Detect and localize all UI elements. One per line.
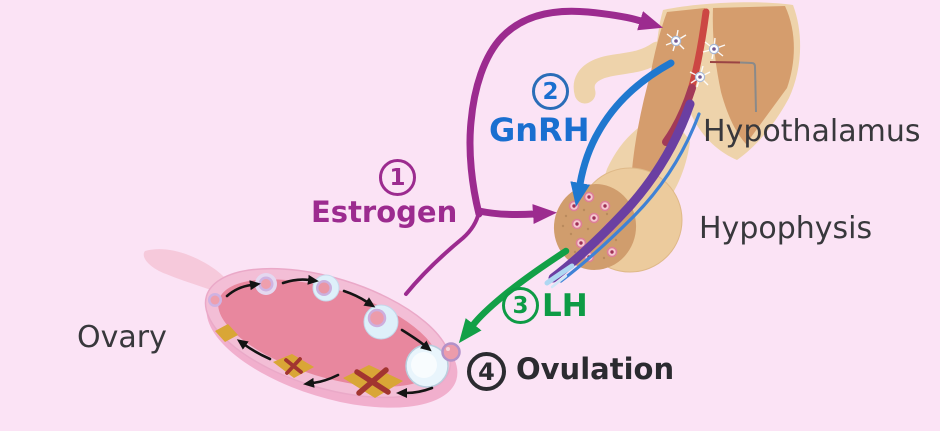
corpus-luteum-small-x-icon <box>284 357 303 375</box>
released-ovum <box>441 342 461 362</box>
neuron-icon <box>702 37 726 60</box>
step-3-badge: 3 <box>502 287 539 324</box>
gnrh-label: GnRH <box>489 111 590 149</box>
step-4-badge: 4 <box>467 352 506 391</box>
neuron-icon <box>665 29 687 52</box>
follicle-cycle-arrows <box>225 274 434 398</box>
hypothalamus-left-lobe <box>632 8 705 178</box>
pituitary-stalk <box>544 84 701 289</box>
hypothalamus-leader-line <box>709 61 757 113</box>
corpus-luteum-shapes <box>215 324 403 398</box>
neuron-icons <box>665 29 726 88</box>
estrogen-arrow-to-hypothalamus <box>466 7 663 218</box>
estrogen-label: Estrogen <box>311 195 458 229</box>
ovary-illustration <box>143 249 461 408</box>
hypothalamus-label: Hypothalamus <box>703 114 921 149</box>
estrogen-arrow-to-hypophysis <box>475 204 557 225</box>
neuron-icon <box>689 65 711 88</box>
step-2-badge: 2 <box>532 73 569 110</box>
hypophysis-label: Hypophysis <box>699 211 873 246</box>
step-1-badge: 1 <box>379 159 416 196</box>
ovary-label: Ovary <box>77 320 167 355</box>
hypothalamus-right-lobe <box>712 6 794 144</box>
ovary-medulla <box>218 279 438 387</box>
optic-chiasm-hook <box>573 41 669 104</box>
gnrh-arrow <box>570 59 675 207</box>
estrogen-arrow <box>404 7 663 296</box>
ovulation-label: Ovulation <box>516 352 675 386</box>
corpus-luteum-x-icon <box>354 367 391 396</box>
lh-arrow <box>458 247 570 344</box>
follicle-stages <box>208 273 461 388</box>
lh-label: LH <box>542 288 588 324</box>
